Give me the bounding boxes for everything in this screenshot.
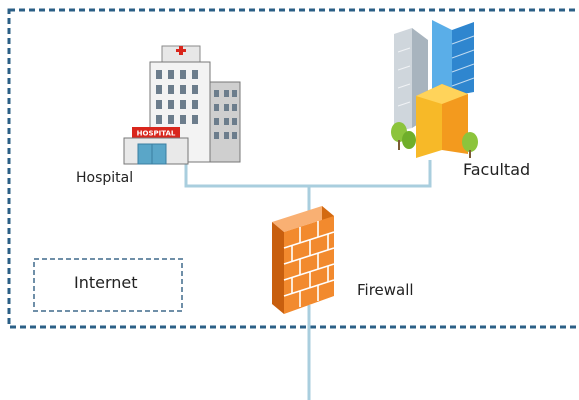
- internet-label: Internet: [74, 273, 138, 292]
- brick-wall-icon: [272, 206, 335, 314]
- hospital-label: Hospital: [76, 170, 134, 186]
- hospital-sign-text: HOSPITAL: [137, 130, 176, 138]
- firewall-label: Firewall: [357, 281, 414, 299]
- internet-box: [33, 258, 183, 312]
- office-buildings-icon: [391, 20, 478, 158]
- facultad-label: Facultad: [463, 160, 531, 179]
- hospital-building-icon: HOSPITAL: [123, 45, 241, 165]
- network-boundary: [7, 8, 579, 329]
- hospital-link: [184, 160, 432, 188]
